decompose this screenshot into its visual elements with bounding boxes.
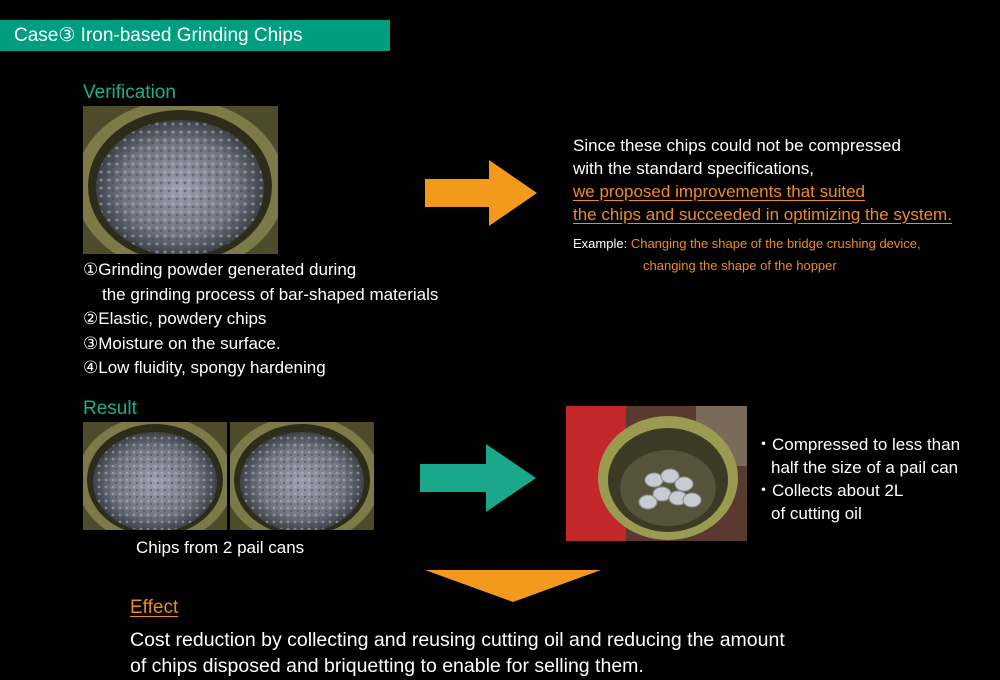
verification-chips-photo xyxy=(83,106,278,254)
effect-heading: Effect xyxy=(130,597,179,618)
verification-point: ②Elastic, powdery chips xyxy=(83,309,267,328)
result-bullet: half the size of a pail can xyxy=(771,458,959,477)
result-chips-photo xyxy=(83,422,227,530)
effect-line: of chips disposed and briquetting to ena… xyxy=(130,655,644,677)
briquettes-can-photo xyxy=(566,406,747,541)
result-caption: Chips from 2 pail cans xyxy=(136,538,305,557)
verification-point: ①Grinding powder generated during xyxy=(83,260,357,279)
verification-heading: Verification xyxy=(83,82,176,103)
result-bullet: of cutting oil xyxy=(771,504,862,523)
proposal-line: Since these chips could not be compresse… xyxy=(573,136,901,155)
example-label: Example: xyxy=(573,236,628,251)
example-text: changing the shape of the hopper xyxy=(643,258,837,273)
proposal-highlight: we proposed improvements that suited xyxy=(573,182,865,201)
verification-point: ③Moisture on the surface. xyxy=(83,333,281,353)
result-bullet: ・Collects about 2L xyxy=(755,481,904,500)
proposal-line: with the standard specifications, xyxy=(573,159,814,178)
proposal-example: Example: Changing the shape of the bridg… xyxy=(573,233,921,277)
result-bullets: ・Compressed to less than half the size o… xyxy=(755,433,960,525)
effect-text: Cost reduction by collecting and reusing… xyxy=(130,627,785,679)
verification-point: the grinding process of bar-shaped mater… xyxy=(102,284,439,304)
result-bullet: ・Compressed to less than xyxy=(755,435,961,454)
effect-line: Cost reduction by collecting and reusing… xyxy=(130,629,785,651)
teal-arrow-right-icon xyxy=(420,444,536,512)
proposal-text: Since these chips could not be compresse… xyxy=(573,134,952,226)
case-title-bar: Case③ Iron-based Grinding Chips xyxy=(0,20,390,51)
verification-points: ①Grinding powder generated during the gr… xyxy=(83,258,438,381)
verification-point: ④Low fluidity, spongy hardening xyxy=(83,358,326,377)
case-title: Case③ Iron-based Grinding Chips xyxy=(14,25,303,46)
proposal-highlight: the chips and succeeded in optimizing th… xyxy=(573,205,952,224)
result-heading: Result xyxy=(83,398,137,419)
orange-arrow-right-icon xyxy=(425,160,537,226)
result-chips-photo xyxy=(230,422,374,530)
example-text: Changing the shape of the bridge crushin… xyxy=(630,236,921,251)
orange-arrow-down-icon xyxy=(425,570,601,602)
